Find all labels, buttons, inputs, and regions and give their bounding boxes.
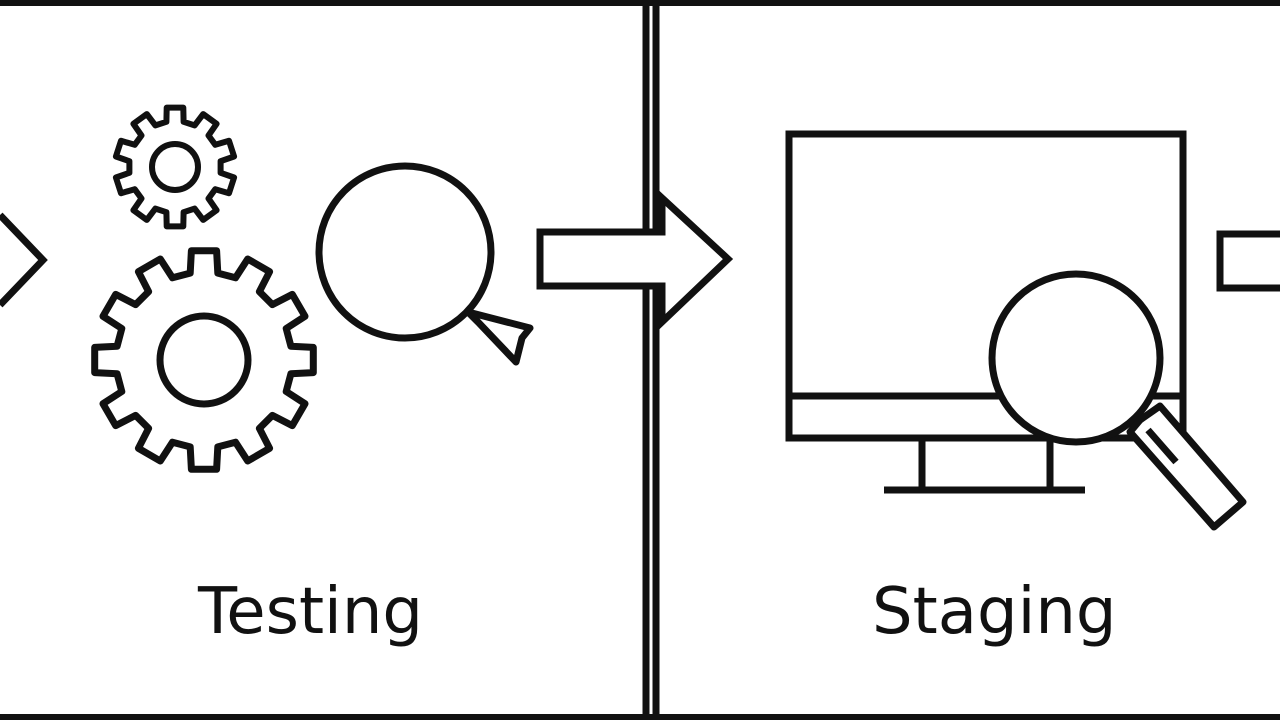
stage-label-testing: Testing [198, 575, 423, 649]
arrow-right-partial-icon [1216, 230, 1280, 292]
magnifier-icon [315, 162, 534, 366]
stage-label-staging: Staging [872, 575, 1117, 649]
arrow-left-partial-icon [0, 212, 48, 308]
gear-large-icon [91, 247, 317, 473]
gear-small-icon [112, 104, 238, 230]
panel-dividers [642, 0, 660, 720]
magnifier-staging-icon [988, 270, 1247, 531]
arrow-right-icon [536, 189, 734, 331]
